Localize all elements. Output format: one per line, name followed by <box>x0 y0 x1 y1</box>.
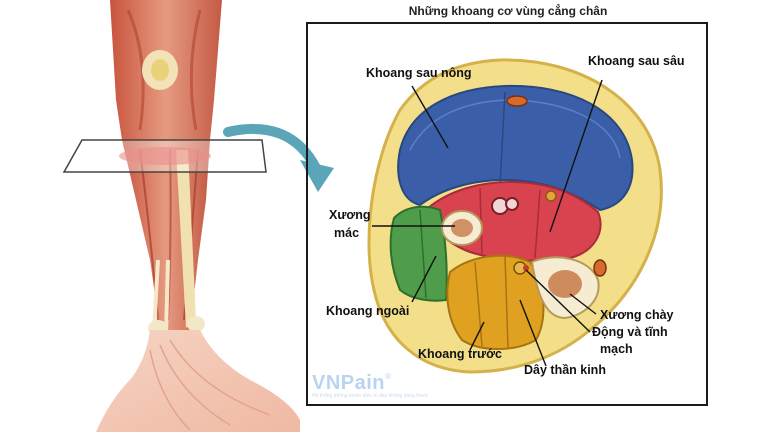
label-xuong-mac-line1: Xương <box>329 208 371 223</box>
label-xuong-chay: Xương chày <box>600 308 674 323</box>
leg-illustration <box>96 0 300 432</box>
diagram-title: Những khoang cơ vùng cẳng chân <box>306 4 710 18</box>
watermark-registered: ® <box>385 372 391 381</box>
watermark: VNPain® Hệ thống phòng khám điều trị đau… <box>312 372 428 399</box>
label-khoang-truoc: Khoang trước <box>418 347 502 362</box>
label-xuong-mac-line2: mác <box>334 226 359 241</box>
label-khoang-sau-nong: Khoang sau nông <box>366 66 472 81</box>
label-khoang-ngoai: Khoang ngoài <box>326 304 409 319</box>
label-dong-tinh-mach-line1: Động và tĩnh <box>592 325 668 340</box>
label-dong-tinh-mach-line2: mạch <box>600 342 633 357</box>
label-khoang-sau-sau: Khoang sau sâu <box>588 54 685 69</box>
watermark-brand: VNPain <box>312 372 385 394</box>
label-day-than-kinh: Dây thần kinh <box>524 363 606 378</box>
watermark-tagline: Hệ thống phòng khám điều trị đau không d… <box>312 393 428 399</box>
